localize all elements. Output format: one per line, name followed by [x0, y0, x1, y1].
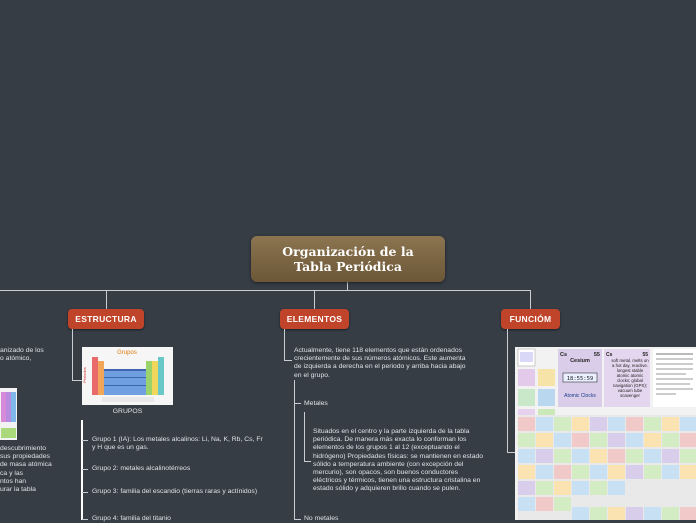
root-topic[interactable]: Organización de la Tabla Periódica: [251, 236, 445, 282]
branch-estructura[interactable]: ESTRUCTURA: [68, 309, 144, 329]
left-text-line: de masa atómica: [0, 461, 52, 469]
cesium-symbol: Cs: [560, 352, 567, 358]
group-item: Grupo 2: metales alcalinotérreos: [92, 465, 191, 472]
periodic-grid: [92, 357, 164, 395]
cesium-name: Cesium: [570, 358, 590, 364]
estructura-stem: [72, 329, 73, 381]
no-metales-label[interactable]: No metales: [304, 515, 339, 522]
group-item: Grupo 3: familia del escandio (tierras r…: [92, 488, 258, 495]
left-partial-text-1: anizado de los o atómico,: [0, 347, 60, 363]
poster-element-grid: [518, 415, 696, 520]
elementos-intro: Actualmente, tiene 118 elementos que est…: [294, 347, 466, 379]
left-text-line: sus propiedades: [0, 453, 50, 461]
group-item: Grupo 4: familia del titanio: [92, 515, 171, 522]
left-text-line: anizado de los: [0, 347, 44, 354]
connector-root-down: [347, 282, 348, 291]
elementos-stem: [284, 329, 285, 361]
connector-elementos: [314, 290, 315, 309]
elements-poster-image: Cs 55 Cesium 18:55:59 Atomic Clocks Cs 5…: [515, 347, 696, 520]
estructura-stem-tick: [72, 380, 82, 381]
cesium-tile: Cs 55 Cesium 18:55:59 Atomic Clocks: [558, 349, 602, 407]
groups-image-caption: GRUPOS: [112, 408, 143, 415]
branch-elementos[interactable]: ELEMENTOS: [280, 309, 349, 329]
metales-text-tick: [304, 461, 311, 462]
cesium-description: soft metal, melts on a hot day, reactive…: [611, 358, 649, 398]
metales-stem: [304, 412, 305, 462]
group-tick: [82, 469, 88, 470]
groups-list-stem: [81, 420, 83, 520]
left-text-line: descubrimiento: [0, 445, 47, 452]
root-title-line2: Tabla Periódica: [293, 259, 403, 274]
image-side-label: Periodos: [82, 367, 87, 383]
connector-funcion: [530, 290, 531, 309]
cesium-number: 55: [594, 352, 600, 358]
connector-horizontal: [0, 290, 531, 291]
poster-info-panel: [653, 349, 696, 407]
group-tick: [82, 440, 88, 441]
clock-caption: Atomic Clocks: [564, 393, 596, 399]
left-text-line: ca y las: [0, 469, 24, 477]
cesium-desc-symbol: Cs: [606, 352, 613, 358]
metales-text: Situados en el centro y la parte izquier…: [313, 428, 484, 493]
clock-reading: 18:55:59: [567, 376, 594, 382]
left-partial-text-2: descubrimiento sus propiedades de masa a…: [0, 445, 60, 494]
elementos-list-stem: [294, 380, 295, 520]
group-item: Grupo 1 (IA): Los metales alcalinos: Li,…: [92, 436, 263, 452]
branch-funcion[interactable]: FUNCIÓM: [501, 309, 560, 329]
elementos-stem-tick: [284, 360, 292, 361]
connector-estructura: [106, 290, 107, 309]
group-tick: [82, 492, 88, 493]
metales-tick: [294, 403, 301, 404]
groups-table-image: Grupos Periodos: [82, 347, 173, 405]
left-text-line: ntos han: [0, 477, 27, 485]
left-text-line: urar la tabla: [0, 486, 36, 494]
left-partial-table-image: [0, 388, 17, 440]
cesium-description-tile: Cs 55 soft metal, melts on a hot day, re…: [604, 349, 650, 407]
cesium-desc-number: 55: [642, 352, 648, 358]
root-title-line1: Organización de la: [282, 244, 414, 259]
metales-label[interactable]: Metales: [304, 400, 328, 407]
left-text-line: o atómico,: [0, 355, 32, 363]
image-title: Grupos: [117, 350, 137, 356]
funcion-stem-tick: [507, 452, 515, 453]
funcion-stem: [507, 329, 508, 453]
